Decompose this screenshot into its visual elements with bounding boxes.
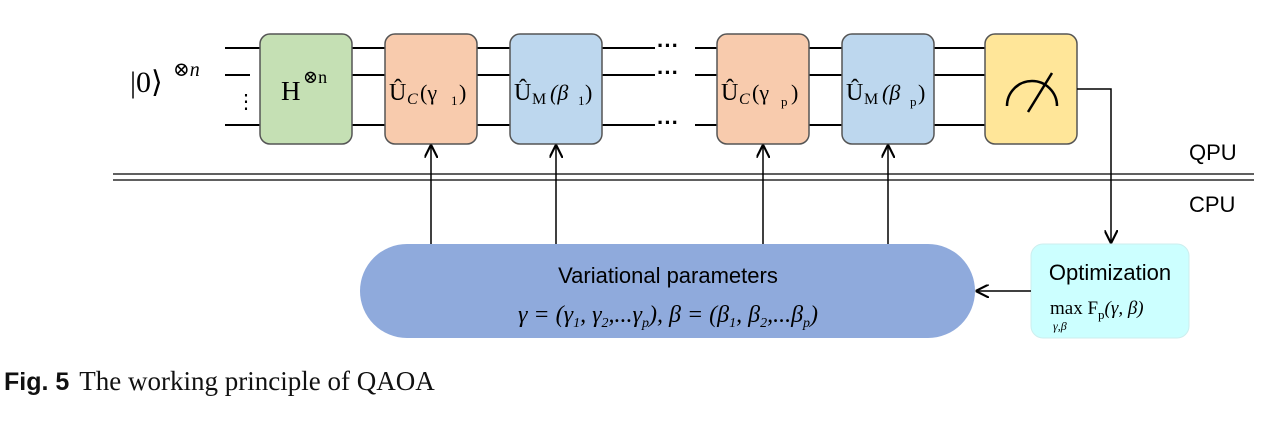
hadamard-label: H bbox=[281, 76, 301, 106]
qpu-cpu-divider bbox=[113, 173, 1254, 181]
figure-number: Fig. 5 bbox=[4, 368, 70, 396]
gate-label: Û bbox=[389, 79, 406, 106]
wire-ellipsis-top: ··· bbox=[657, 33, 679, 58]
hadamard-gate: H ⊗n bbox=[259, 33, 353, 145]
measurement-to-optimization-arrow bbox=[1077, 88, 1111, 242]
gate-argument: (γ bbox=[752, 80, 769, 105]
gate-argument-index: 1 bbox=[451, 93, 458, 108]
measurement-box bbox=[984, 33, 1078, 145]
gate-label: Û bbox=[514, 79, 531, 106]
gate-label: Û bbox=[721, 79, 738, 106]
variational-parameters-box: Variational parameters γ = (γ1, γ2,...γp… bbox=[360, 244, 975, 338]
cpu-label: CPU bbox=[1189, 192, 1235, 217]
figure-caption-text: The working principle of QAOA bbox=[79, 366, 435, 396]
mixer-gate-1: Û M (β 1 ) bbox=[509, 33, 603, 145]
gate-argument-index: p bbox=[781, 94, 788, 109]
input-state-exponent: ⊗n bbox=[173, 59, 200, 81]
hadamard-superscript: ⊗n bbox=[303, 67, 327, 87]
gate-close: ) bbox=[918, 80, 925, 105]
optimization-box: Optimization max Fp(γ, β) γ,β bbox=[1030, 243, 1190, 339]
mixer-gate-p: Û M (β p ) bbox=[841, 33, 935, 145]
gate-close: ) bbox=[459, 80, 466, 105]
gate-subscript: M bbox=[864, 91, 878, 108]
gate-close: ) bbox=[585, 80, 592, 105]
gate-subscript: C bbox=[739, 91, 750, 108]
wire-ellipsis-middle: ··· bbox=[657, 60, 679, 85]
variational-title: Variational parameters bbox=[558, 263, 778, 288]
gate-argument: (β bbox=[550, 80, 568, 105]
qpu-label: QPU bbox=[1189, 140, 1237, 165]
qaoa-diagram: ··· ··· ··· ⋮ |0⟩ ⊗n H ⊗n Û C (γ 1 ) Û M… bbox=[113, 33, 1254, 339]
figure-caption: Fig. 5 The working principle of QAOA bbox=[4, 366, 435, 397]
variational-formula: γ = (γ1, γ2,...γp), β = (β1, β2,...βp) bbox=[518, 302, 818, 331]
input-state-ket: |0⟩ bbox=[130, 66, 163, 99]
vertical-ellipsis: ⋮ bbox=[236, 91, 256, 113]
gate-subscript: C bbox=[407, 91, 418, 108]
optimization-formula: max Fp(γ, β) bbox=[1050, 298, 1144, 322]
gate-argument-index: p bbox=[910, 94, 917, 109]
cost-gate-1: Û C (γ 1 ) bbox=[384, 33, 478, 145]
wire-ellipsis-bottom: ··· bbox=[657, 110, 679, 135]
gate-argument: (β bbox=[882, 80, 900, 105]
gate-argument-index: 1 bbox=[578, 93, 585, 108]
gate-label: Û bbox=[846, 79, 863, 106]
parameter-arrows bbox=[431, 146, 888, 244]
optimization-subscript: γ,β bbox=[1053, 319, 1067, 333]
meter-icon bbox=[1005, 72, 1059, 113]
gate-subscript: M bbox=[532, 91, 546, 108]
gate-close: ) bbox=[791, 80, 798, 105]
gate-argument: (γ bbox=[420, 80, 437, 105]
cost-gate-p: Û C (γ p ) bbox=[716, 33, 810, 145]
optimization-title: Optimization bbox=[1049, 260, 1171, 285]
